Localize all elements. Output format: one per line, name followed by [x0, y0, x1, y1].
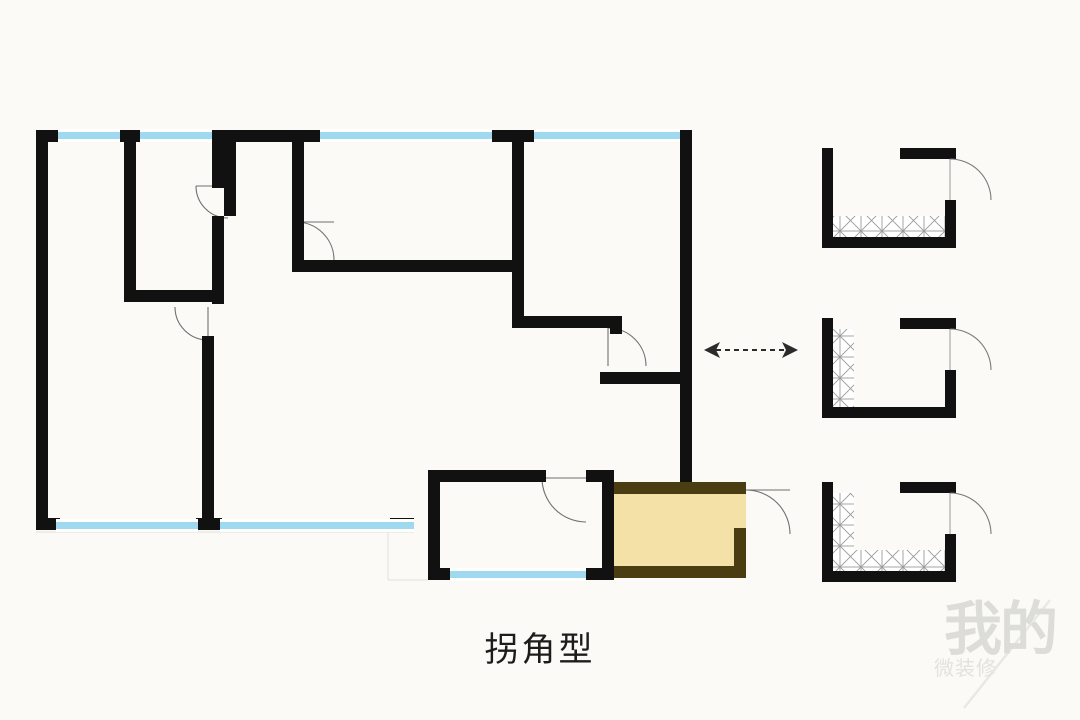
door-swing-bedroom-top-left: [195, 185, 229, 219]
variant2-wall-bottom: [822, 407, 956, 418]
variant3-door: [949, 492, 992, 535]
wall-lower-room-top-left: [428, 470, 546, 482]
plan-guide-lines: [36, 530, 428, 581]
door-swing-bedroom-lower-left: [174, 306, 209, 341]
wall-corner-room-top: [614, 482, 746, 494]
wall-lower-room-right: [602, 470, 614, 580]
wall-hall-left-vertical: [512, 130, 524, 328]
window-bottom-left-2: [220, 519, 414, 532]
wall-bedroom-right-vertical-upper: [212, 130, 224, 188]
window-top-1: [58, 129, 120, 142]
wall-stub-below-door: [202, 336, 214, 530]
variant3-wall-left: [822, 482, 833, 582]
arrow-head-right: [782, 342, 798, 358]
comparison-arrow: [704, 342, 798, 358]
variant3-wall-bottom: [822, 571, 956, 582]
variant2-wall-top-right: [900, 318, 956, 329]
door-swing-lower-room: [541, 477, 587, 523]
wall-bedroom-left-bottom: [124, 290, 224, 302]
wall-hall-bottom: [600, 372, 692, 384]
window-bottom-left-1: [56, 519, 198, 532]
wall-hall-step-horizontal: [512, 316, 622, 328]
windows: [56, 129, 680, 581]
main-floor-plan: [36, 130, 791, 581]
wall-lower-room-left: [428, 470, 440, 580]
variant1-counter-hatch: [833, 216, 945, 237]
wall-exterior-right: [680, 130, 692, 490]
wall-center-room-left-lower: [292, 130, 304, 260]
walls: [36, 130, 692, 580]
wall-lower-room-bottom-left: [428, 568, 452, 580]
variant2-wall-right-lower: [945, 370, 956, 418]
window-top-4: [534, 129, 680, 142]
window-bottom-room: [450, 568, 586, 581]
variant1-wall-top-right: [900, 148, 956, 159]
wall-bottom-left-corner: [36, 518, 60, 530]
corner-room-walls: [614, 482, 746, 578]
variant1-wall-left: [822, 148, 833, 248]
wall-corner-room-bottom: [614, 566, 746, 578]
window-top-2: [140, 129, 212, 142]
wall-lower-room-bottom-right: [584, 568, 614, 580]
wall-exterior-left: [36, 130, 48, 530]
wall-corner-room-right-lower: [734, 528, 746, 578]
wall-bedroom-left-vertical: [124, 130, 136, 302]
wall-center-room-left: [224, 130, 236, 216]
variant-1-single-run-counter[interactable]: [822, 148, 992, 248]
door-swing-corner-room: [745, 489, 791, 535]
variant3-counter-hatch-horizontal: [833, 550, 945, 571]
variant2-counter-hatch: [833, 329, 854, 407]
window-top-3: [320, 129, 492, 142]
variant2-wall-left: [822, 318, 833, 418]
wall-center-room-bottom: [292, 260, 514, 272]
variant3-wall-top-right: [900, 482, 956, 493]
variant3-wall-right-lower: [945, 534, 956, 582]
wall-corner-room-right-upper: [734, 482, 746, 494]
variant1-door: [949, 158, 992, 201]
variant1-wall-bottom: [822, 237, 956, 248]
corner-room-highlight[interactable]: [614, 482, 746, 578]
variant-2-single-side-counter[interactable]: [822, 318, 992, 418]
arrow-head-left: [704, 342, 720, 358]
variant1-wall-right-lower: [945, 200, 956, 248]
wall-bedroom-right-vertical-lower: [212, 216, 224, 304]
variant2-door: [949, 328, 992, 371]
variant-3-l-shaped-counter[interactable]: [822, 482, 992, 582]
wall-hall-step-vertical: [610, 316, 622, 334]
